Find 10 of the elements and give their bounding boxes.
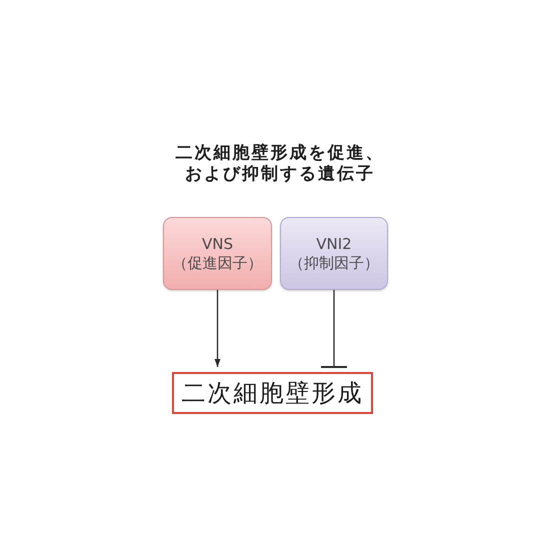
gene-box <box>163 217 272 290</box>
gene-role: （抑制因子） <box>289 254 379 272</box>
gene-name: VNS <box>202 234 233 254</box>
process-box <box>172 372 373 414</box>
process-label: 二次細胞壁形成 <box>182 378 364 408</box>
arrow <box>214 290 220 367</box>
gene-role: （促進因子） <box>172 254 262 272</box>
gene-box <box>280 217 388 290</box>
gene-name: VNI2 <box>316 234 352 254</box>
diagram-title: 二次細胞壁形成を促進、および抑制する遺伝子 <box>174 143 386 185</box>
